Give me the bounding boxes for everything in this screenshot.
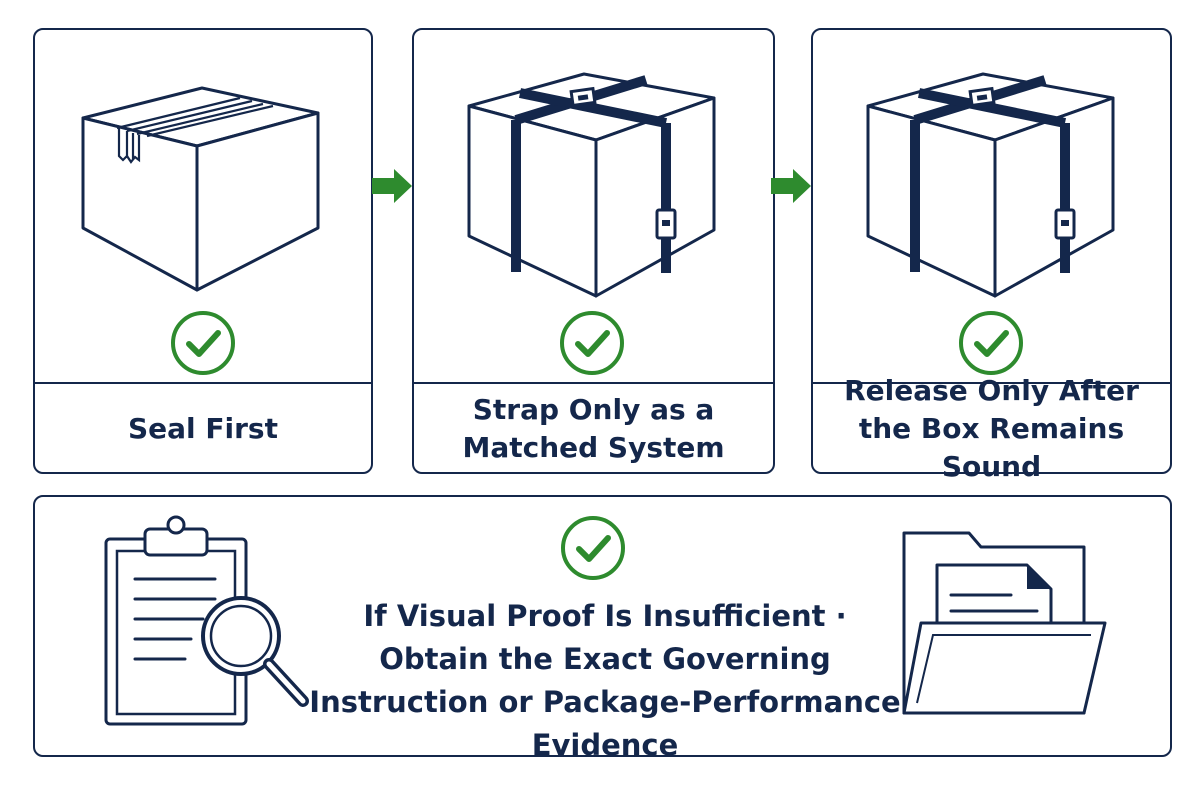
taped-box-icon [81,86,320,292]
check-circle-icon [171,311,235,375]
step-panel-release-after-sound: Release Only After the Box Remains Sound [811,28,1172,483]
panel-divider [414,382,773,384]
step-label: Seal First [128,411,278,445]
strapped-box-icon [467,72,716,298]
fallback-instruction: If Visual Proof Is Insufficient · Obtain… [309,599,901,762]
panel-divider [813,382,1170,384]
fallback-panel: If Visual Proof Is Insufficient · Obtain… [33,495,1172,762]
check-circle-icon [560,311,624,375]
panel-divider [35,382,371,384]
clipboard-magnifier-icon [104,515,309,726]
step-label: Strap Only as a Matched System [462,392,725,464]
arrow-right-icon [771,169,811,203]
check-circle-icon [561,516,625,580]
step-panel-strap-matched-system: Strap Only as a Matched System [412,28,775,474]
step-label: Release Only After the Box Remains Sound [844,373,1139,483]
arrow-right-icon [372,169,412,203]
check-circle-icon [959,311,1023,375]
step-panel-seal-first: Seal First [33,28,373,474]
folder-document-icon [902,531,1107,715]
strapped-box-icon [866,72,1115,298]
